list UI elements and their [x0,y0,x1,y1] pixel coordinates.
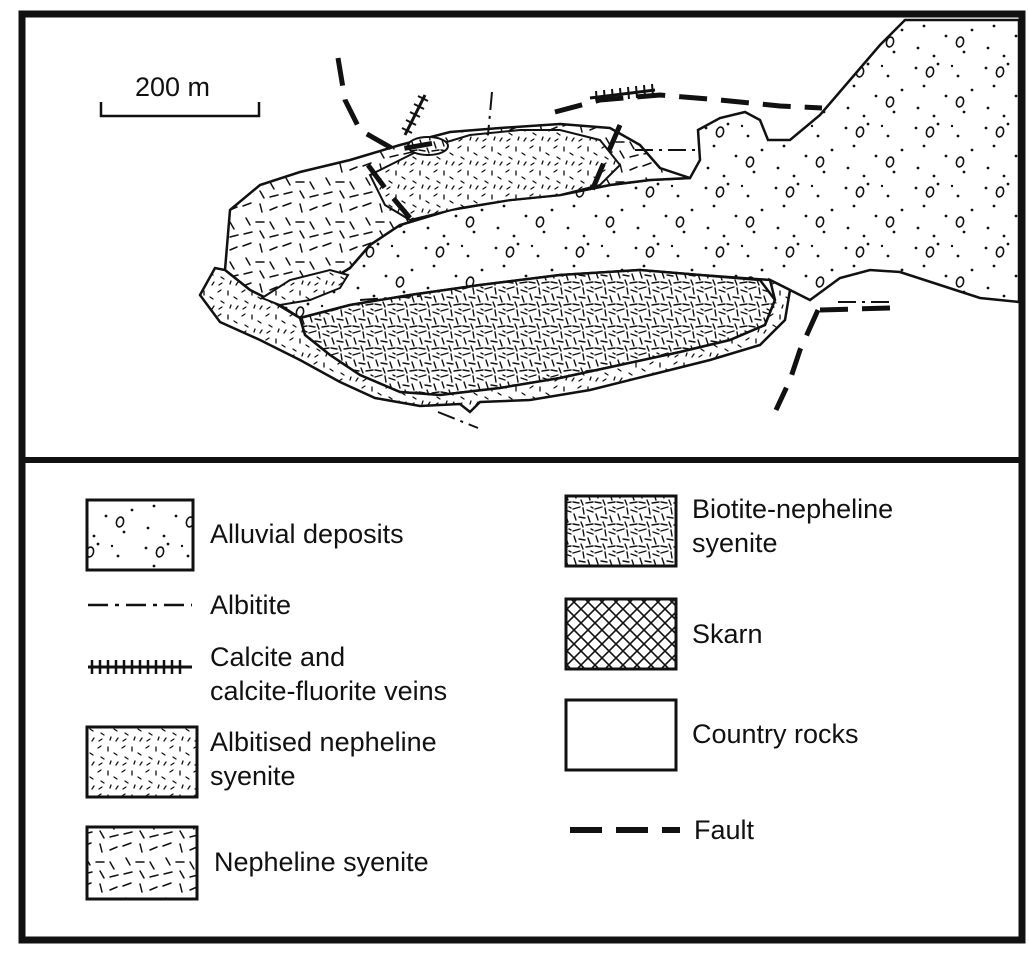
scale-bar-label: 200 m [135,72,211,102]
fault-line [365,163,412,220]
legend-label-alluvial: Alluvial deposits [210,519,404,549]
legend-label-skarn: Skarn [692,619,763,649]
legend-label-country: Country rocks [692,719,859,749]
legend-label-albitite: Albitite [210,590,292,620]
map-albitite-lines [359,91,895,429]
map-unit-lens [259,268,350,307]
map-calcite-vein-ticks [401,83,654,134]
albitite-line [437,411,479,429]
fault-line [587,124,623,196]
fault-line [554,92,823,115]
legend-swatch-country [564,698,678,772]
legend-swatch-alluvial [85,498,195,572]
fault-line [335,57,441,153]
legend-swatches [85,494,680,901]
fault-line [773,308,821,412]
scale-bar [99,102,261,118]
legend-swatch-albitised [85,725,199,799]
outer-frame [18,10,1026,944]
map-faults [335,57,891,412]
map-area [99,18,1021,429]
map-unit-albitised-rim [198,266,792,414]
legend-swatch-calcite [88,660,192,674]
fault-line [819,305,891,313]
legend-swatch-biotite [564,494,678,568]
legend-label-albitised: Albitised nepheline syenite [210,727,437,791]
legend-label-nepheline: Nepheline syenite [214,847,429,877]
albitite-line [487,91,493,136]
legend-label-fault: Fault [694,815,755,845]
legend-label-calcite: Calcite and calcite-fluorite veins [210,642,448,706]
legend-label-biotite: Biotite-nepheline syenite [692,494,894,558]
legend-swatch-skarn [564,597,678,671]
albitite-line [359,295,421,301]
legend-swatch-nepheline [85,825,199,901]
